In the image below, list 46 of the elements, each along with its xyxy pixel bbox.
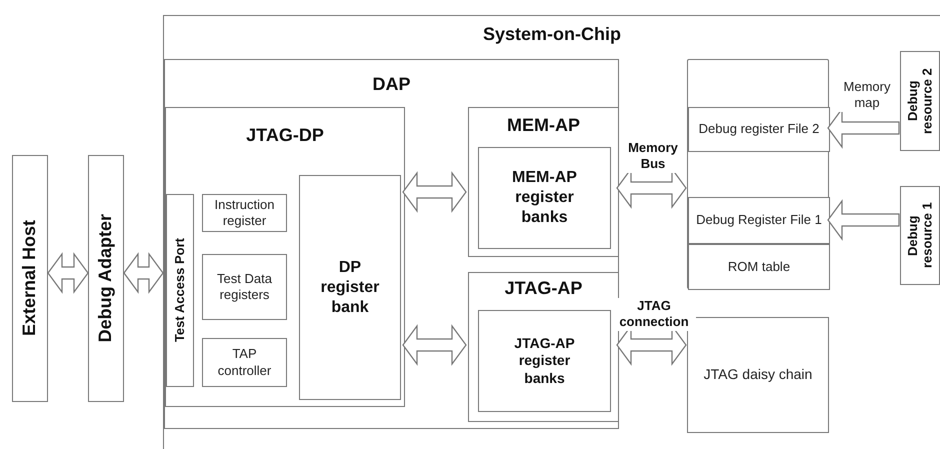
block-arrow xyxy=(123,252,164,294)
block-arrow xyxy=(47,252,89,294)
label: Instruction register xyxy=(214,196,276,230)
register-box xyxy=(202,194,287,232)
daisy-chain-box xyxy=(687,317,829,433)
mem-ap-container xyxy=(468,107,619,257)
label: Debug Adapter xyxy=(96,214,116,343)
register-box xyxy=(202,254,287,320)
block-arrow xyxy=(827,199,900,241)
heading: MEM-AP xyxy=(506,115,581,136)
jtag-dp-container xyxy=(165,107,405,407)
label: Test Data registers xyxy=(216,270,273,304)
heading: JTAG-AP xyxy=(504,278,584,299)
host-box xyxy=(12,155,48,402)
port-box xyxy=(166,194,194,387)
adapter-box xyxy=(88,155,124,402)
label: DP register bank xyxy=(320,258,380,318)
label: MEM-AP register banks xyxy=(511,168,578,228)
register-bank-box xyxy=(478,147,611,249)
resource-box xyxy=(900,186,940,285)
label: Debug resource 1 xyxy=(906,202,934,270)
heading: System-on-Chip xyxy=(482,24,622,45)
label: Debug Register File 1 xyxy=(695,212,823,229)
label: Debug register File 2 xyxy=(698,121,820,138)
heading: DAP xyxy=(371,74,412,95)
block-arrow xyxy=(402,171,467,213)
register-file-box xyxy=(688,197,830,244)
register-bank-box xyxy=(478,310,611,412)
label: JTAG-AP register banks xyxy=(513,334,576,388)
label: ROM table xyxy=(726,258,792,276)
label: Test Access Port xyxy=(172,238,188,343)
rom-table-box xyxy=(688,244,830,290)
soc-container xyxy=(163,15,940,449)
label: External Host xyxy=(20,220,40,337)
dap-container xyxy=(164,59,619,429)
label: TAP controller xyxy=(216,346,272,379)
heading: JTAG-DP xyxy=(245,125,325,146)
label: JTAG daisy chain xyxy=(702,366,814,384)
label: Debug resource 2 xyxy=(906,67,934,136)
controller-box xyxy=(202,338,287,387)
register-file-box xyxy=(688,107,830,152)
block-arrow xyxy=(402,324,467,366)
resource-box xyxy=(900,51,940,151)
register-bank-box xyxy=(299,175,401,400)
jtag-ap-container xyxy=(468,272,619,422)
memory-map-column xyxy=(687,59,829,289)
